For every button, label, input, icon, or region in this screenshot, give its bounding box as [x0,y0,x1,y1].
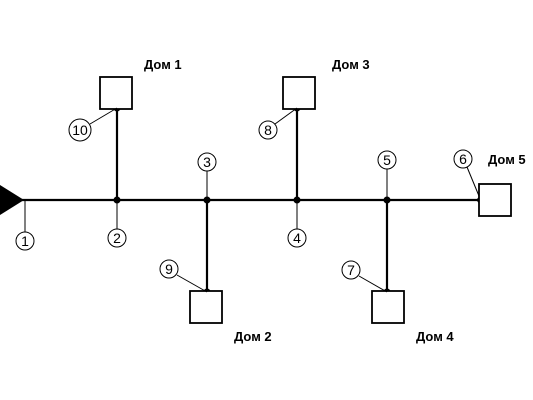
house-2-box [189,290,223,324]
node-circle [68,118,92,142]
node-marker-9: 9 [159,259,179,279]
house-1-box [99,76,133,110]
node-label: 1 [21,233,29,249]
house-4-box [371,290,405,324]
node-label: 4 [293,230,301,246]
node-label: 8 [264,122,272,138]
node-marker-10: 10 [68,118,92,142]
leader-line-7 [358,275,388,293]
node-circle [159,259,179,279]
node-label: 2 [113,230,121,246]
node-circle [287,228,307,248]
node-marker-4: 4 [287,228,307,248]
node-marker-5: 5 [377,150,397,170]
node-circle [377,150,397,170]
leader-line-10 [89,107,118,125]
node-circle [341,260,361,280]
leader-line-9 [176,274,208,293]
node-marker-1: 1 [15,231,35,251]
house-4-label: Дом 4 [416,329,454,344]
house-2-label: Дом 2 [234,329,272,344]
node-circle [107,228,127,248]
node-marker-3: 3 [197,152,217,172]
node-marker-7: 7 [341,260,361,280]
node-circle [15,231,35,251]
leader-line-6 [466,166,480,197]
node-label: 5 [383,152,391,168]
node-label: 10 [72,122,88,138]
node-marker-8: 8 [258,120,278,140]
node-label: 9 [165,261,173,277]
leader-line-8 [274,107,298,125]
node-marker-2: 2 [107,228,127,248]
node-label: 7 [347,262,355,278]
node-circle [197,152,217,172]
node-circle [453,149,473,169]
house-5-box [478,183,512,217]
node-marker-6: 6 [453,149,473,169]
node-circle [258,120,278,140]
house-5-label: Дом 5 [488,152,526,167]
house-3-label: Дом 3 [332,57,370,72]
triangle-source-icon [0,185,24,215]
node-label: 3 [203,154,211,170]
node-label: 6 [459,151,467,167]
house-3-box [282,76,316,110]
house-1-label: Дом 1 [144,57,182,72]
